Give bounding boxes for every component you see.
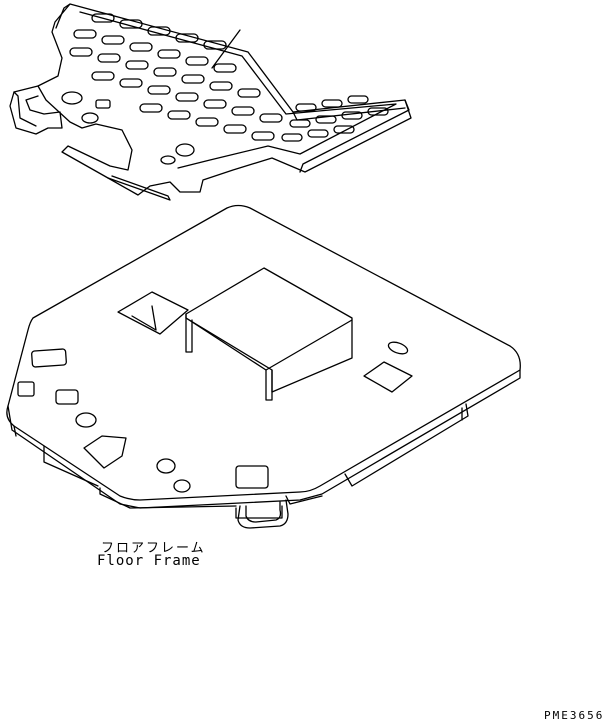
handle-loop — [237, 499, 289, 529]
frame-raised-box — [185, 267, 353, 393]
caption-english: Floor Frame — [97, 553, 201, 569]
floor-mat-outline — [37, 3, 412, 196]
floor-frame-outline — [6, 204, 521, 501]
floor-mat-slots — [69, 13, 389, 142]
floor-mat-drawing — [9, 3, 412, 201]
leader-line — [211, 29, 241, 69]
caption-japanese: フロアフレーム — [101, 541, 206, 556]
floor-mat-left-bracket — [9, 85, 63, 135]
drawing-code: PME3656 — [544, 709, 605, 722]
floor-frame-drawing — [6, 204, 521, 529]
